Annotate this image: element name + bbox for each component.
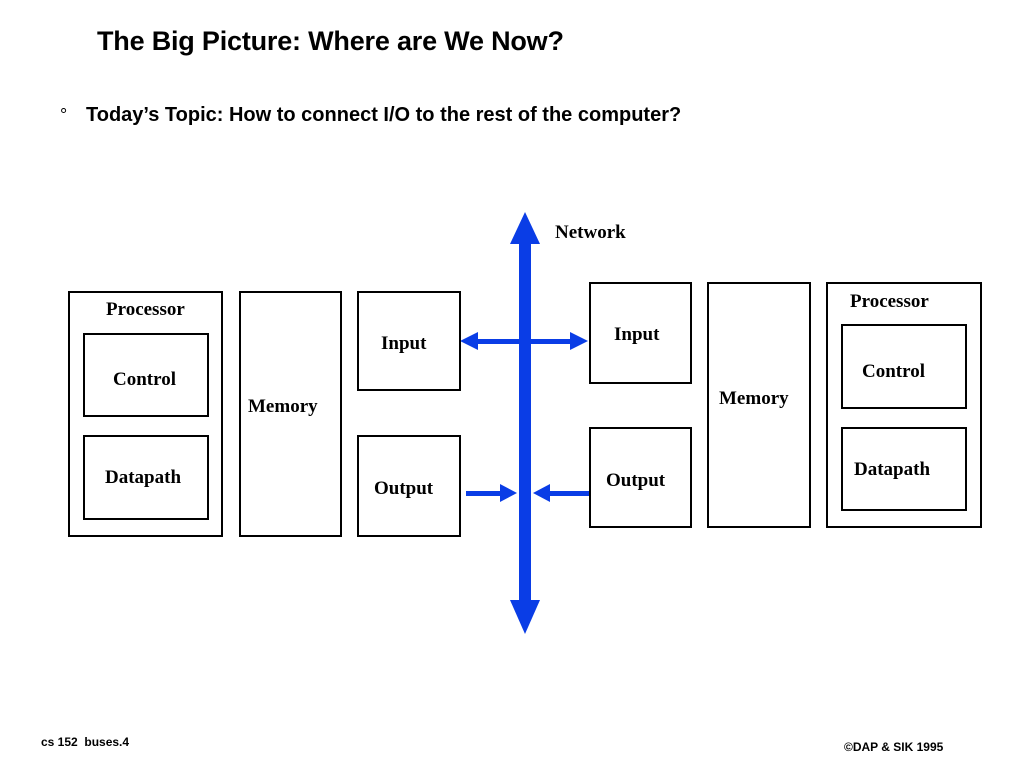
network-bus [510, 212, 540, 634]
left-output-arrow [500, 484, 517, 502]
topic-text: Today’s Topic: How to connect I/O to the… [86, 104, 682, 126]
network-bus-arrow-up [510, 212, 540, 244]
right-output-label: Output [606, 470, 666, 491]
left-output-connection [466, 484, 517, 502]
left-output-label: Output [374, 478, 434, 499]
network-bus-line [519, 240, 531, 604]
left-datapath-label: Datapath [105, 467, 182, 488]
right-processor-label: Processor [850, 291, 929, 312]
left-processor-label: Processor [106, 299, 185, 320]
left-control-label: Control [113, 369, 176, 390]
right-output-arrow [533, 484, 550, 502]
left-memory-box [239, 291, 342, 537]
right-datapath-label: Datapath [854, 459, 931, 480]
topic-bullet: ° Today’s Topic: How to connect I/O to th… [60, 104, 681, 127]
left-output-box [357, 435, 461, 537]
right-output-connection [533, 484, 590, 502]
right-control-label: Control [862, 361, 925, 382]
right-control-box [841, 324, 967, 409]
bullet-icon: ° [60, 105, 68, 125]
footer-right: ©DAP & SIK 1995 [844, 740, 944, 754]
right-input-label: Input [614, 324, 660, 345]
right-input-box [589, 282, 692, 384]
network-bus-arrow-down [510, 600, 540, 634]
input-connection [460, 332, 588, 350]
right-output-box [589, 427, 692, 528]
left-datapath-box [83, 435, 209, 520]
right-output-line [548, 491, 590, 496]
input-connection-line [474, 339, 574, 344]
left-memory-label: Memory [248, 396, 318, 417]
left-input-box [357, 291, 461, 391]
slide-title: The Big Picture: Where are We Now? [97, 26, 564, 56]
input-arrow-right [570, 332, 588, 350]
input-arrow-left [460, 332, 478, 350]
right-memory-label: Memory [719, 388, 789, 409]
left-output-line [466, 491, 502, 496]
left-control-box [83, 333, 209, 417]
right-datapath-box [841, 427, 967, 511]
right-memory-box [707, 282, 811, 528]
footer-left: cs 152 buses.4 [41, 735, 130, 749]
left-input-label: Input [381, 333, 427, 354]
network-label: Network [555, 222, 626, 243]
